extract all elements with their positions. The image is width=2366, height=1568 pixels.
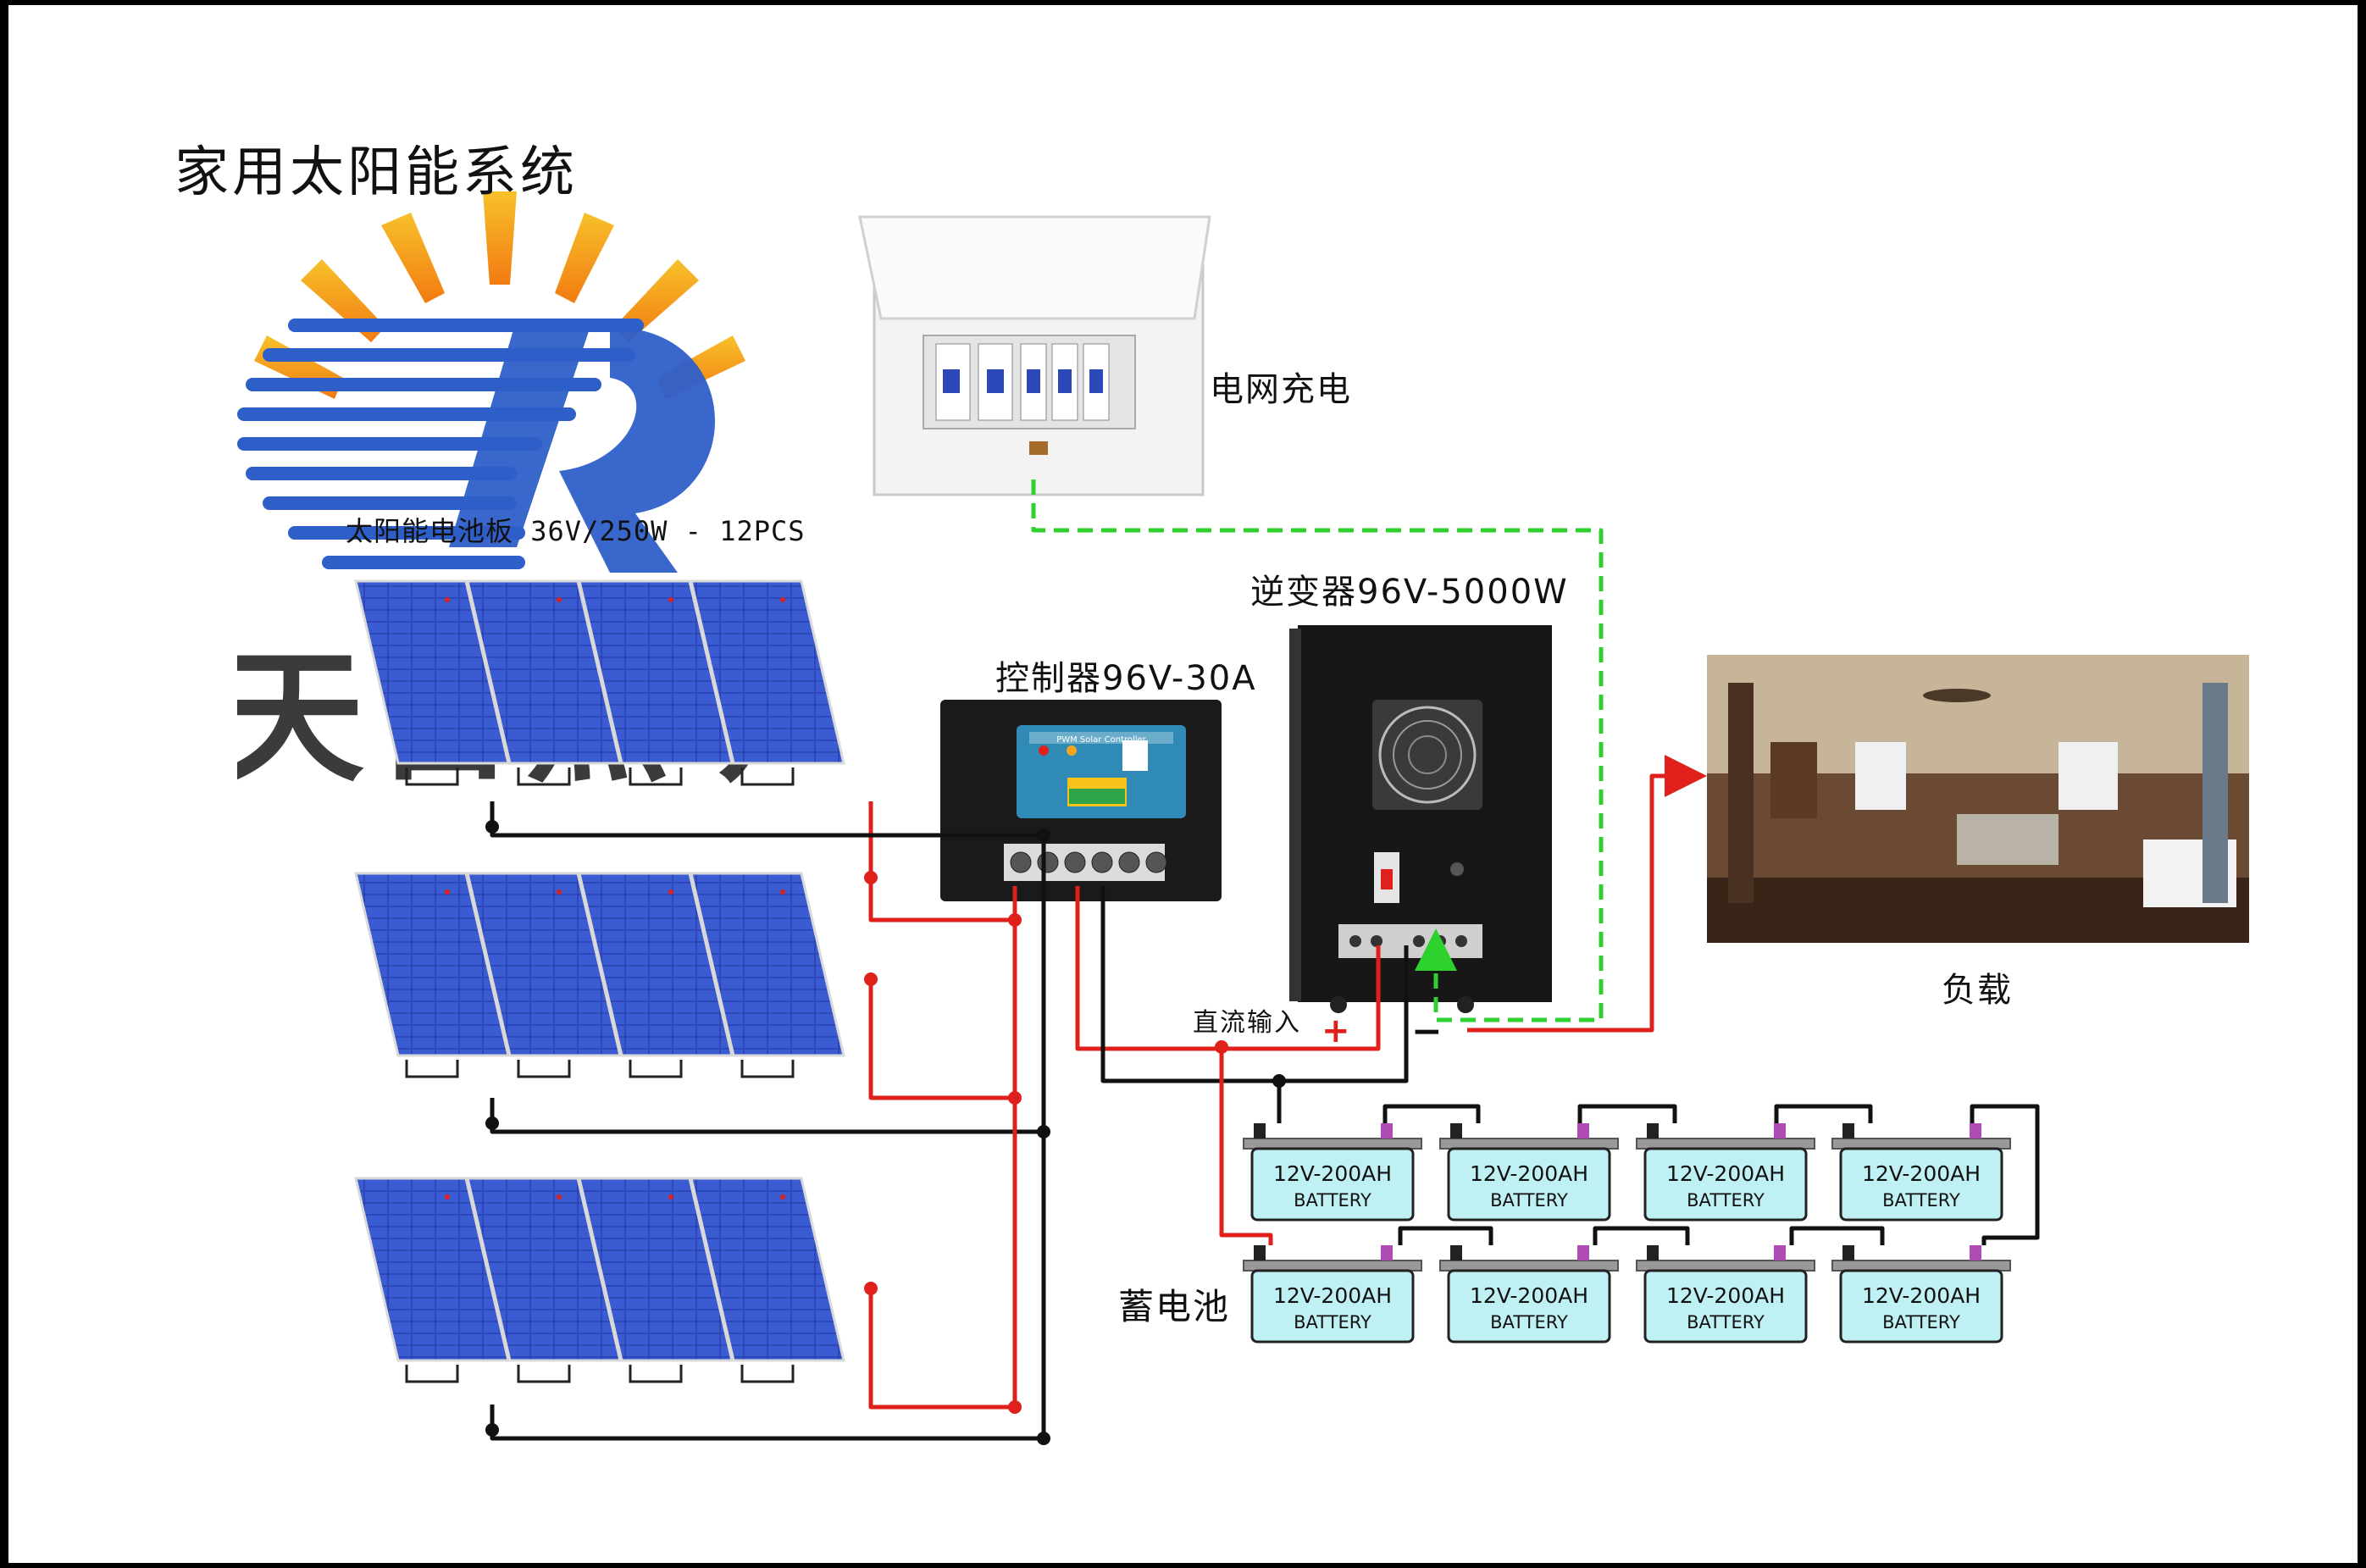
solar-panel [690,872,845,1078]
battery-bank-label: 蓄电池 [1118,1286,1231,1327]
battery: 12V-200AH BATTERY [1243,1123,1422,1222]
load-room-image [1707,655,2249,943]
battery-type-label: BATTERY [1294,1190,1371,1211]
solar-panel [466,872,622,1078]
battery: 12V-200AH BATTERY [1439,1123,1619,1222]
solar-panel [578,1177,734,1383]
load-label: 负载 [1942,971,2013,1010]
solar-panel [354,579,510,786]
battery-type-label: BATTERY [1882,1312,1960,1333]
solar-panel [578,872,734,1078]
battery-type-label: BATTERY [1490,1190,1568,1211]
battery-model-label: 12V-200AH [1273,1283,1392,1308]
battery-model-label: 12V-200AH [1470,1283,1588,1308]
logo-letter [449,319,593,547]
wiring-diagram: PWM Solar Controller [354,215,2249,1445]
fan-icon [1378,706,1477,804]
battery: 12V-200AH BATTERY [1636,1245,1815,1344]
battery-type-label: BATTERY [1490,1312,1568,1333]
page-title: 家用太阳能系统 [175,141,578,204]
solar-panel-label: 太阳能电池板 36V/250W - 12PCS [346,515,806,547]
controller-label: 控制器96V-30A [995,659,1257,698]
battery-bank: 12V-200AHBATTERY12V-200AHBATTERY12V-200A… [1243,1123,2011,1344]
battery-model-label: 12V-200AH [1470,1161,1588,1186]
solar-panel [466,1177,622,1383]
wiring [485,479,2040,1445]
solar-panel [578,579,734,786]
battery-type-label: BATTERY [1687,1312,1765,1333]
diagram-canvas: 天日照明 家用太阳能系统 [8,5,2358,1563]
battery-model-label: 12V-200AH [1666,1283,1785,1308]
solar-panel [690,1177,845,1383]
battery-type-label: BATTERY [1687,1190,1765,1211]
charge-controller: PWM Solar Controller [940,700,1222,901]
battery-type-label: BATTERY [1294,1312,1371,1333]
inverter-unit [1289,625,1552,1013]
battery-model-label: 12V-200AH [1862,1283,1981,1308]
svg-text:PWM Solar Controller: PWM Solar Controller [1056,735,1146,745]
battery: 12V-200AH BATTERY [1831,1123,2011,1222]
battery: 12V-200AH BATTERY [1439,1245,1619,1344]
solar-panel [690,579,845,786]
solar-panel [354,1177,510,1383]
negative-sign: − [1411,1010,1443,1053]
solar-panel [466,579,622,786]
logo-letter-r [559,327,716,573]
battery: 12V-200AH BATTERY [1831,1245,2011,1344]
battery-type-label: BATTERY [1882,1190,1960,1211]
positive-sign: + [1322,1011,1350,1050]
battery: 12V-200AH BATTERY [1636,1123,1815,1222]
distribution-box [858,215,1211,496]
dc-input-label: 直流输入 [1193,1008,1301,1038]
battery-model-label: 12V-200AH [1862,1161,1981,1186]
solar-panel [354,872,510,1078]
battery-model-label: 12V-200AH [1666,1161,1785,1186]
inverter-label: 逆变器96V-5000W [1250,573,1569,612]
battery-model-label: 12V-200AH [1273,1161,1392,1186]
battery: 12V-200AH BATTERY [1243,1245,1422,1344]
solar-panel-arrays [354,579,845,1383]
grid-charging-label: 电网充电 [1210,370,1352,409]
